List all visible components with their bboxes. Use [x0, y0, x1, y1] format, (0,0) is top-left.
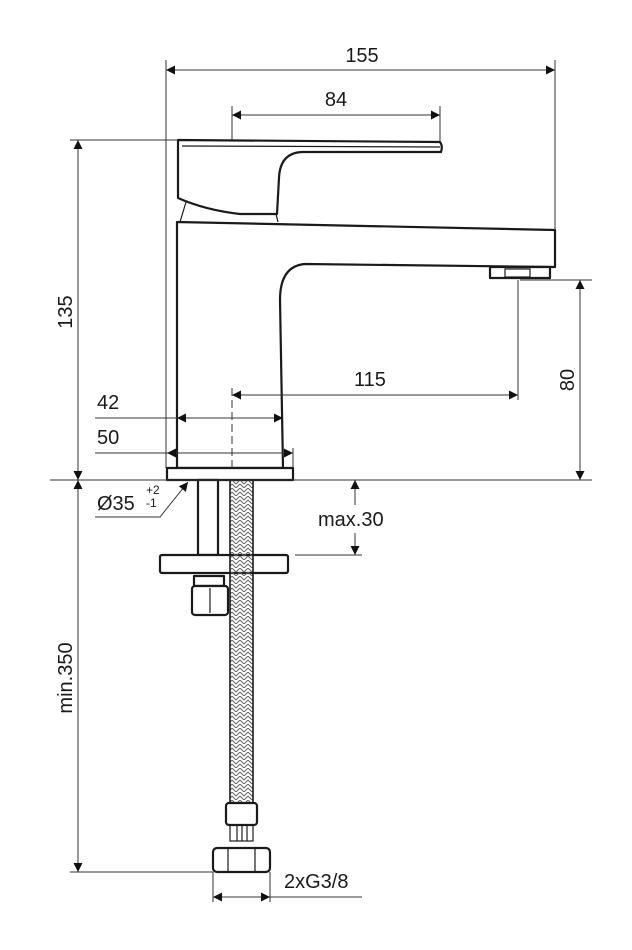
lever-handle	[176, 138, 443, 223]
dim-max-deck: max.30	[295, 480, 384, 556]
base-plate	[165, 466, 295, 482]
svg-text:min.350: min.350	[55, 642, 77, 713]
svg-text:42: 42	[97, 392, 119, 414]
connection-nut	[211, 846, 272, 874]
dim-height: 135	[55, 139, 178, 480]
hose-collar	[224, 801, 259, 827]
svg-text:155: 155	[345, 45, 378, 67]
dim-base-width: 50	[95, 427, 294, 468]
dim-spout-height: 80	[520, 279, 592, 480]
threaded-shank	[196, 478, 220, 557]
svg-text:135: 135	[55, 295, 77, 328]
faucet-body	[175, 220, 557, 470]
svg-text:Ø35: Ø35	[97, 493, 135, 515]
mounting-plate	[158, 553, 290, 575]
mounting-assembly	[158, 478, 290, 617]
dim-hose-length: min.350	[55, 480, 213, 873]
dim-hole-diameter: Ø35 +2 -1	[95, 481, 189, 518]
dim-connection: 2xG3/8	[212, 871, 362, 902]
svg-text:max.30: max.30	[318, 509, 384, 531]
aerator	[488, 265, 552, 280]
svg-text:50: 50	[97, 427, 119, 449]
svg-text:80: 80	[557, 369, 579, 391]
svg-text:84: 84	[325, 89, 347, 111]
svg-text:+2: +2	[146, 483, 160, 497]
dim-overall-length: 155	[165, 45, 556, 468]
svg-text:2xG3/8: 2xG3/8	[284, 871, 348, 893]
dim-body-width: 42	[95, 392, 283, 423]
svg-text:-1: -1	[146, 496, 157, 510]
flexible-hose	[211, 479, 272, 874]
dim-handle-length: 84	[231, 89, 441, 142]
svg-text:115: 115	[354, 369, 386, 391]
